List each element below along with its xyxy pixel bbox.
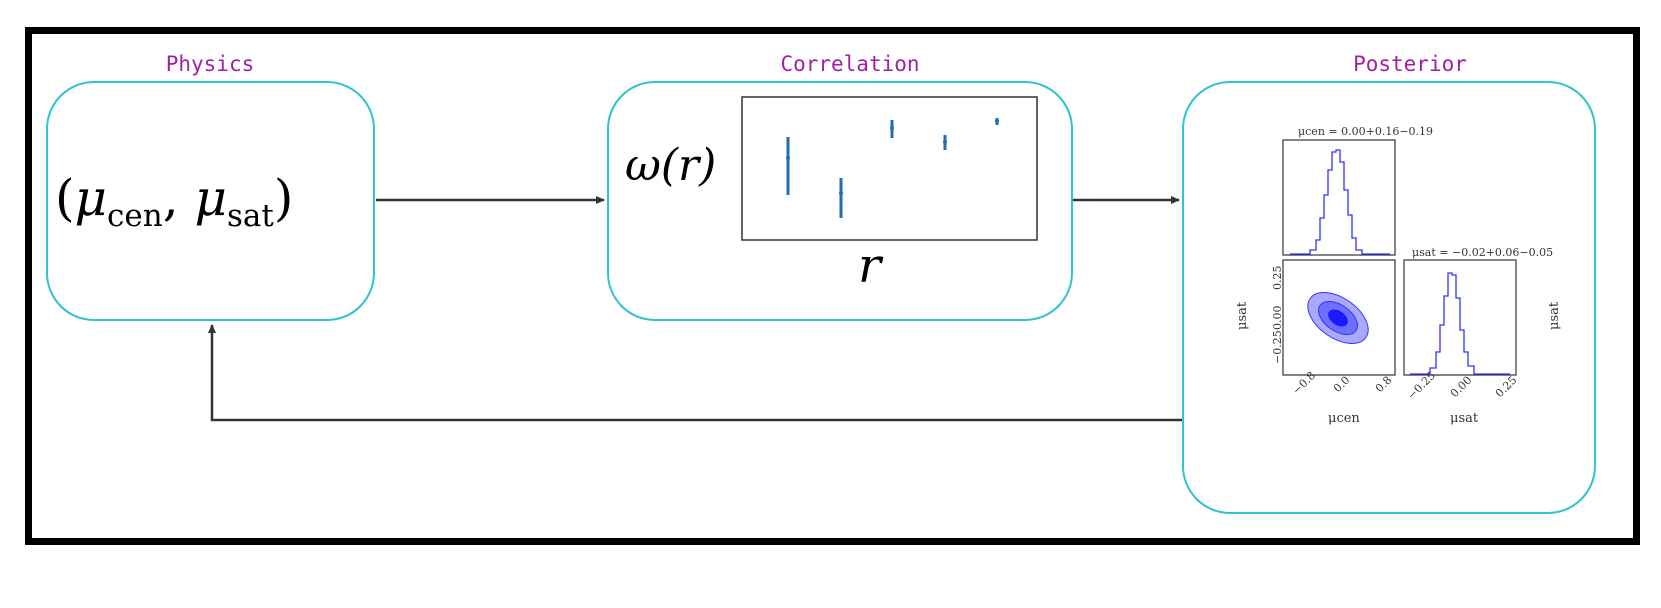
mu-symbol-2: μ (194, 169, 228, 227)
physics-parameters: (μcen, μsat) (55, 168, 293, 246)
hist-sat-title: μsat = −0.02+0.06−0.05 (1412, 246, 1553, 259)
hist-cen (1290, 149, 1390, 255)
point-1 (786, 156, 790, 160)
point-5 (995, 119, 999, 123)
contour-inner (1328, 309, 1348, 327)
correlation-title: Correlation (780, 52, 920, 76)
comma: , (162, 169, 179, 227)
posterior-title: Posterior (1353, 52, 1467, 76)
hist-cen-title: μcen = 0.00+0.16−0.19 (1298, 125, 1433, 138)
contour-levels (1307, 292, 1369, 344)
xlabel-cen: μcen (1328, 411, 1360, 426)
sat-y-tick-label: 0.00 (1271, 306, 1284, 331)
close-paren: ) (273, 169, 294, 227)
ylabel-sat: μsat (1235, 301, 1250, 330)
sat-tick-label: 0.00 (1448, 374, 1475, 401)
sat-y-tick-label: −0.25 (1271, 330, 1284, 364)
sat-subscript: sat (227, 197, 274, 234)
correlation-points (786, 119, 999, 195)
diagram-frame (25, 27, 1640, 545)
corner-plot: μcen = 0.00+0.16−0.19 μsat = −0.02+0.06−… (1235, 125, 1562, 426)
point-4 (943, 140, 947, 144)
correlation-ylabel: ω(r) (625, 140, 717, 191)
hist-sat (1410, 272, 1510, 375)
sat-y-tick-labels: −0.25 0.00 0.25 (1271, 266, 1284, 365)
cen-subscript: cen (107, 197, 163, 234)
hist-cen-frame (1282, 139, 1396, 256)
cen-tick-label: 0.0 (1331, 374, 1353, 396)
right-ylabel-sat: μsat (1547, 301, 1562, 330)
point-3 (890, 126, 894, 130)
physics-title: Physics (165, 52, 255, 76)
cen-tick-label: 0.8 (1373, 374, 1395, 396)
sat-y-tick-label: 0.25 (1271, 266, 1284, 291)
correlation-plot-frame (741, 96, 1038, 241)
correlation-xlabel: r (858, 238, 881, 294)
open-paren: ( (55, 169, 75, 227)
sat-tick-label: 0.25 (1493, 374, 1520, 401)
arrow-posterior-feedback (208, 324, 1182, 422)
mu-symbol: μ (74, 169, 108, 227)
xlabel-sat: μsat (1450, 411, 1479, 426)
point-2 (839, 191, 843, 195)
physics-box (46, 81, 375, 321)
